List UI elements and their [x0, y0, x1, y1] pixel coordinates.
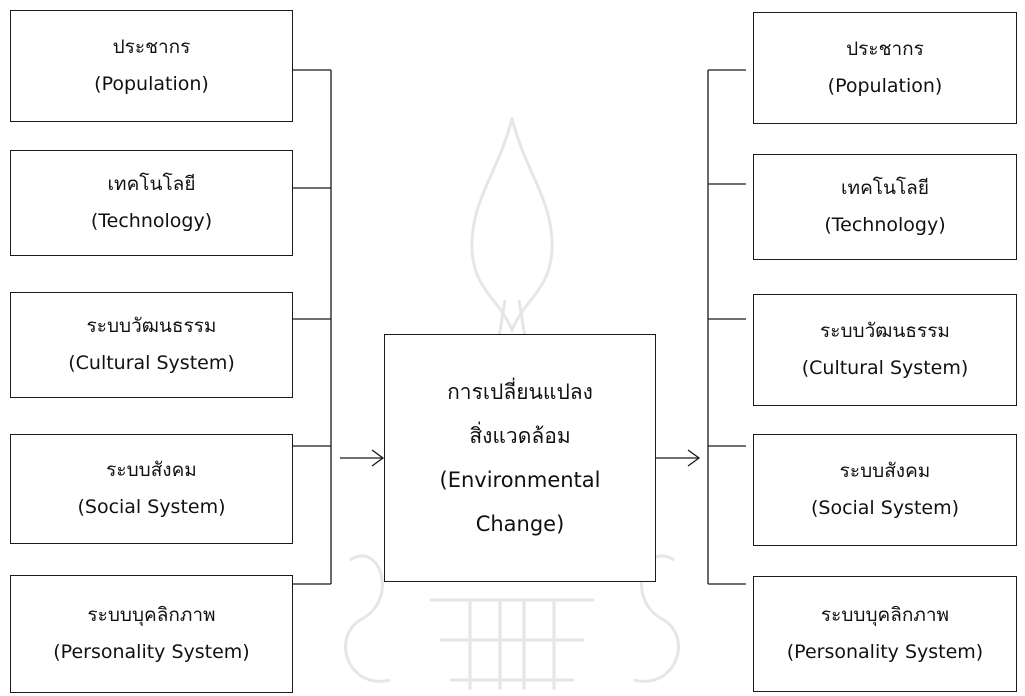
left-social-en: (Social System): [77, 496, 226, 518]
center-line-1: การเปลี่ยนแปลง: [447, 380, 593, 404]
left-cultural-en: (Cultural System): [68, 352, 235, 374]
center-line-4: Change): [475, 512, 565, 536]
right-box-cultural-system: ระบบวัฒนธรรม (Cultural System): [753, 294, 1017, 406]
left-box-cultural-system: ระบบวัฒนธรรม (Cultural System): [10, 292, 293, 398]
arrow-from-center-head: [687, 449, 701, 467]
left-population-th: ประชากร: [112, 36, 191, 58]
center-line-2: สิ่งแวดล้อม: [469, 424, 571, 448]
right-technology-en: (Technology): [824, 214, 946, 236]
right-social-en: (Social System): [810, 497, 960, 519]
right-personality-en: (Personality System): [786, 641, 984, 663]
right-box-social-system: ระบบสังคม (Social System): [753, 434, 1017, 546]
right-population-th: ประชากร: [846, 38, 924, 60]
right-cultural-th: ระบบวัฒนธรรม: [820, 320, 950, 342]
right-box-technology: เทคโนโลยี (Technology): [753, 154, 1017, 260]
left-population-en: (Population): [94, 73, 209, 95]
left-box-technology: เทคโนโลยี (Technology): [10, 150, 293, 256]
left-cultural-th: ระบบวัฒนธรรม: [86, 315, 217, 337]
right-personality-th: ระบบบุคลิกภาพ: [820, 604, 950, 626]
right-social-th: ระบบสังคม: [839, 460, 931, 482]
left-social-th: ระบบสังคม: [106, 459, 197, 481]
left-box-population: ประชากร (Population): [10, 10, 293, 122]
right-box-personality-system: ระบบบุคลิกภาพ (Personality System): [753, 576, 1017, 692]
right-box-population: ประชากร (Population): [753, 12, 1017, 124]
right-technology-th: เทคโนโลยี: [841, 177, 929, 199]
left-technology-th: เทคโนโลยี: [107, 173, 196, 195]
right-population-en: (Population): [827, 75, 943, 97]
center-line-3: (Environmental: [439, 468, 601, 492]
arrow-to-center-head: [371, 449, 385, 467]
left-box-personality-system: ระบบบุคลิกภาพ (Personality System): [10, 575, 293, 693]
left-technology-en: (Technology): [90, 210, 213, 232]
right-cultural-en: (Cultural System): [801, 357, 969, 379]
center-box-environmental-change: การเปลี่ยนแปลง สิ่งแวดล้อม (Environmenta…: [384, 334, 656, 582]
left-personality-en: (Personality System): [53, 641, 250, 663]
left-box-social-system: ระบบสังคม (Social System): [10, 434, 293, 544]
left-personality-th: ระบบบุคลิกภาพ: [87, 604, 216, 626]
